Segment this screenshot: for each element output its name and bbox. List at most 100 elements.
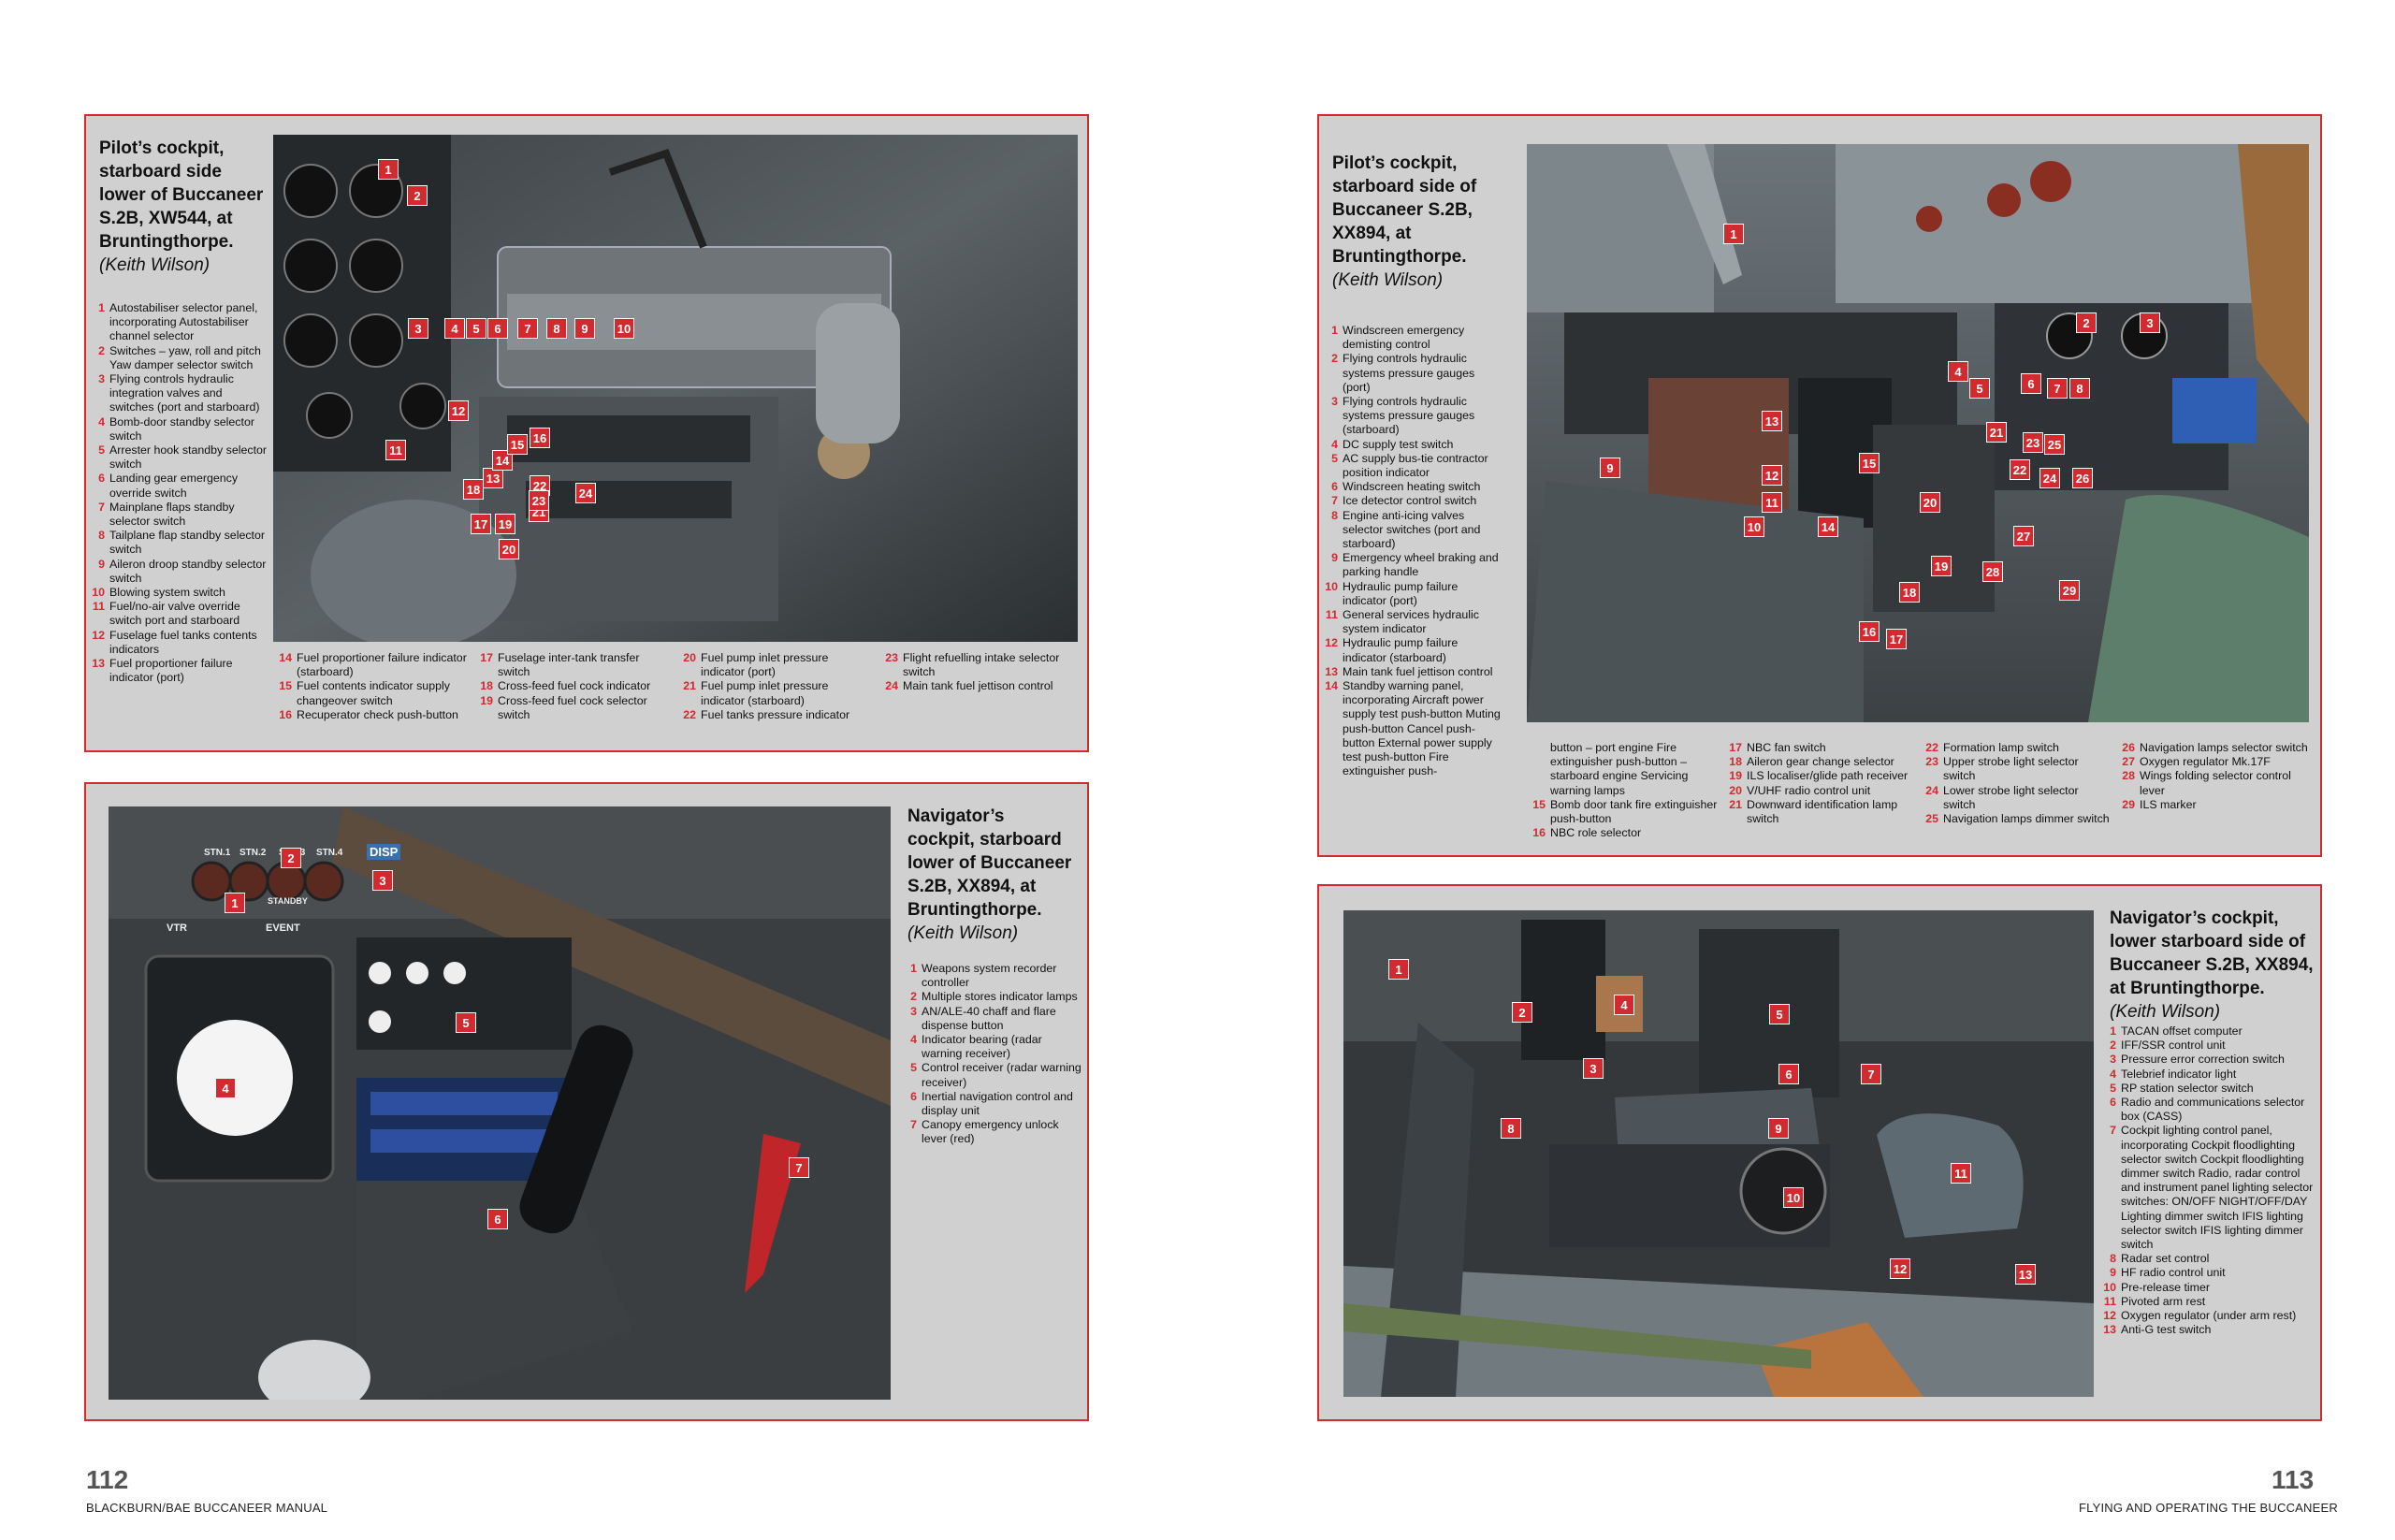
callout-marker: 9 [1600,458,1620,478]
callout-marker: 16 [1859,621,1880,642]
callout-marker: 12 [1890,1258,1910,1279]
cockpit-photo: 1 2 3 4 5 6 7 8 9 10 11 12 13 14 15 16 1… [1527,144,2309,722]
callout-marker: 1 [378,159,399,180]
callout-marker: 1 [1388,959,1409,980]
callout-marker: 17 [471,514,491,534]
callout-marker: 15 [507,434,528,455]
callout-marker: 2 [407,185,428,206]
callout-marker: 11 [1951,1163,1971,1184]
photo-credit: (Keith Wilson) [99,255,210,275]
callout-marker: 9 [574,318,595,339]
callout-marker: 7 [789,1157,809,1178]
callout-marker: 19 [495,514,515,534]
callout-marker: 18 [463,479,484,500]
callout-marker: 10 [1783,1187,1804,1208]
cockpit-photo: 1 2 3 4 5 6 7 8 9 10 11 12 13 14 15 16 1… [273,135,1078,642]
callout-marker: 10 [614,318,634,339]
callout-marker: 23 [529,490,549,511]
cockpit-photo: 1 2 3 4 5 6 7 8 9 10 11 12 13 [1343,910,2094,1397]
standby-label: STANDBY [268,896,308,906]
callout-marker: 23 [2023,432,2043,453]
panel-navigator-lower-xx894: 1 2 3 4 5 6 7 8 9 10 11 12 13 Navigator’… [1317,884,2322,1421]
callout-marker: 6 [1778,1064,1799,1084]
running-head-left: BLACKBURN/BAE BUCCANEER MANUAL [86,1501,328,1515]
callout-marker: 4 [1948,361,1968,382]
callout-marker: 17 [1886,629,1907,649]
panel-navigator-xx894: STN.1 STN.2 STN.3 STN.4 DISP EVENT VTR S… [84,782,1089,1421]
callout-marker: 15 [1859,453,1880,473]
callout-marker: 7 [2047,378,2068,399]
callout-marker: 19 [1931,556,1952,576]
event-label: EVENT [266,923,300,934]
callout-marker: 2 [1512,1002,1532,1023]
callout-marker: 6 [2021,373,2041,394]
callout-marker: 2 [281,848,301,868]
callout-marker: 7 [1861,1064,1881,1084]
cockpit-photo-graphic [1527,144,2309,722]
callout-marker: 13 [1762,411,1782,431]
callout-marker: 10 [1744,516,1764,537]
callout-marker: 18 [1899,582,1920,603]
callout-marker: 14 [492,450,513,471]
callout-marker: 22 [2010,459,2030,480]
callout-marker: 11 [1762,492,1782,513]
callout-marker: 21 [1986,422,2007,443]
callout-marker: 7 [517,318,538,339]
disp-label: DISP [367,844,401,860]
callout-marker: 3 [408,318,428,339]
callout-marker: 2 [2076,312,2097,333]
station-label: STN.1 [204,848,231,858]
callout-marker: 16 [530,428,550,448]
caption-title: Pilot’s cockpit, starboard side of Bucca… [1332,152,1501,292]
panel-pilot-xx894: Pilot’s cockpit, starboard side of Bucca… [1317,114,2322,857]
callout-marker: 28 [1982,561,2003,582]
station-label: STN.4 [316,848,343,858]
callout-marker: 20 [1920,492,1940,513]
caption-title: Navigator’s cockpit, lower starboard sid… [2110,907,2320,1024]
panel-pilot-xw544: Pilot’s cockpit, starboard side lower of… [84,114,1089,752]
callout-marker: 29 [2059,580,2080,601]
callout-marker: 8 [546,318,567,339]
callout-marker: 24 [575,483,596,503]
running-head-right: FLYING AND OPERATING THE BUCCANEER [2079,1501,2338,1515]
callout-marker: 4 [215,1078,236,1098]
caption-title: Navigator’s cockpit, starboard lower of … [907,805,1076,945]
